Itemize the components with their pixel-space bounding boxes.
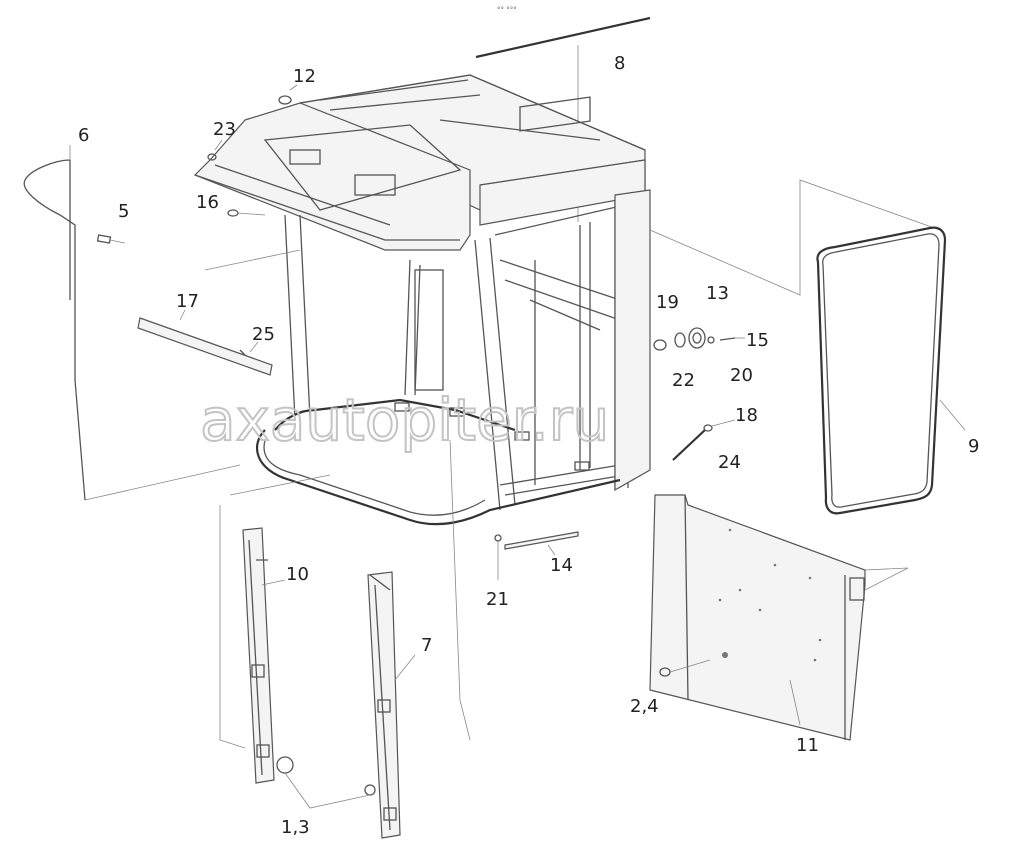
callout-6: 6 [78,125,89,146]
part-24-strut [672,419,736,461]
callout-1-3: 1,3 [281,817,310,838]
header-mark: °° °°° [497,6,517,14]
part-15-screw [719,337,745,341]
callout-14: 14 [550,555,573,576]
part-11-side-panel [649,494,909,741]
part-12-cap [278,84,298,105]
callout-labels: 6 5 12 23 16 8 17 25 19 13 15 22 20 18 2… [78,53,979,838]
callout-11: 11 [796,735,819,756]
part-21-clip [494,534,502,580]
part-14-sill-strip [504,531,579,556]
part-7-pillar-trim [367,571,416,839]
callout-9: 9 [968,436,979,457]
callout-24: 24 [718,452,741,473]
callout-7: 7 [421,635,432,656]
part-20-spring [707,336,715,344]
part-9-window-glass [816,226,966,515]
callout-18: 18 [735,405,758,426]
callout-17: 17 [176,291,199,312]
callout-10: 10 [286,564,309,585]
part-2-4-bolt [659,659,711,677]
callout-22: 22 [672,370,695,391]
part-16-bolt [227,209,266,217]
callout-12: 12 [293,66,316,87]
callout-13: 13 [706,283,729,304]
part-25-rod-end [239,341,259,356]
callout-16: 16 [196,192,219,213]
callout-5: 5 [118,201,129,222]
callout-23: 23 [213,119,236,140]
watermark-text: axautopiter.ru [200,386,609,454]
part-19-ring [674,332,686,348]
part-23-screw [207,139,223,161]
callout-15: 15 [746,330,769,351]
part-6-wire-harness [23,145,86,501]
part-17-rod [137,309,273,376]
callout-21: 21 [486,589,509,610]
callout-20: 20 [730,365,753,386]
callout-25: 25 [252,324,275,345]
part-5-connector [96,234,126,244]
part-13-lock [688,327,706,349]
part-22-washer [653,339,667,351]
callout-2-4: 2,4 [630,696,659,717]
part-1-3-fasteners [276,756,376,809]
part-10-pillar-trim [219,505,286,784]
cab-assembly [84,74,941,741]
callout-8: 8 [614,53,625,74]
callout-19: 19 [656,292,679,313]
